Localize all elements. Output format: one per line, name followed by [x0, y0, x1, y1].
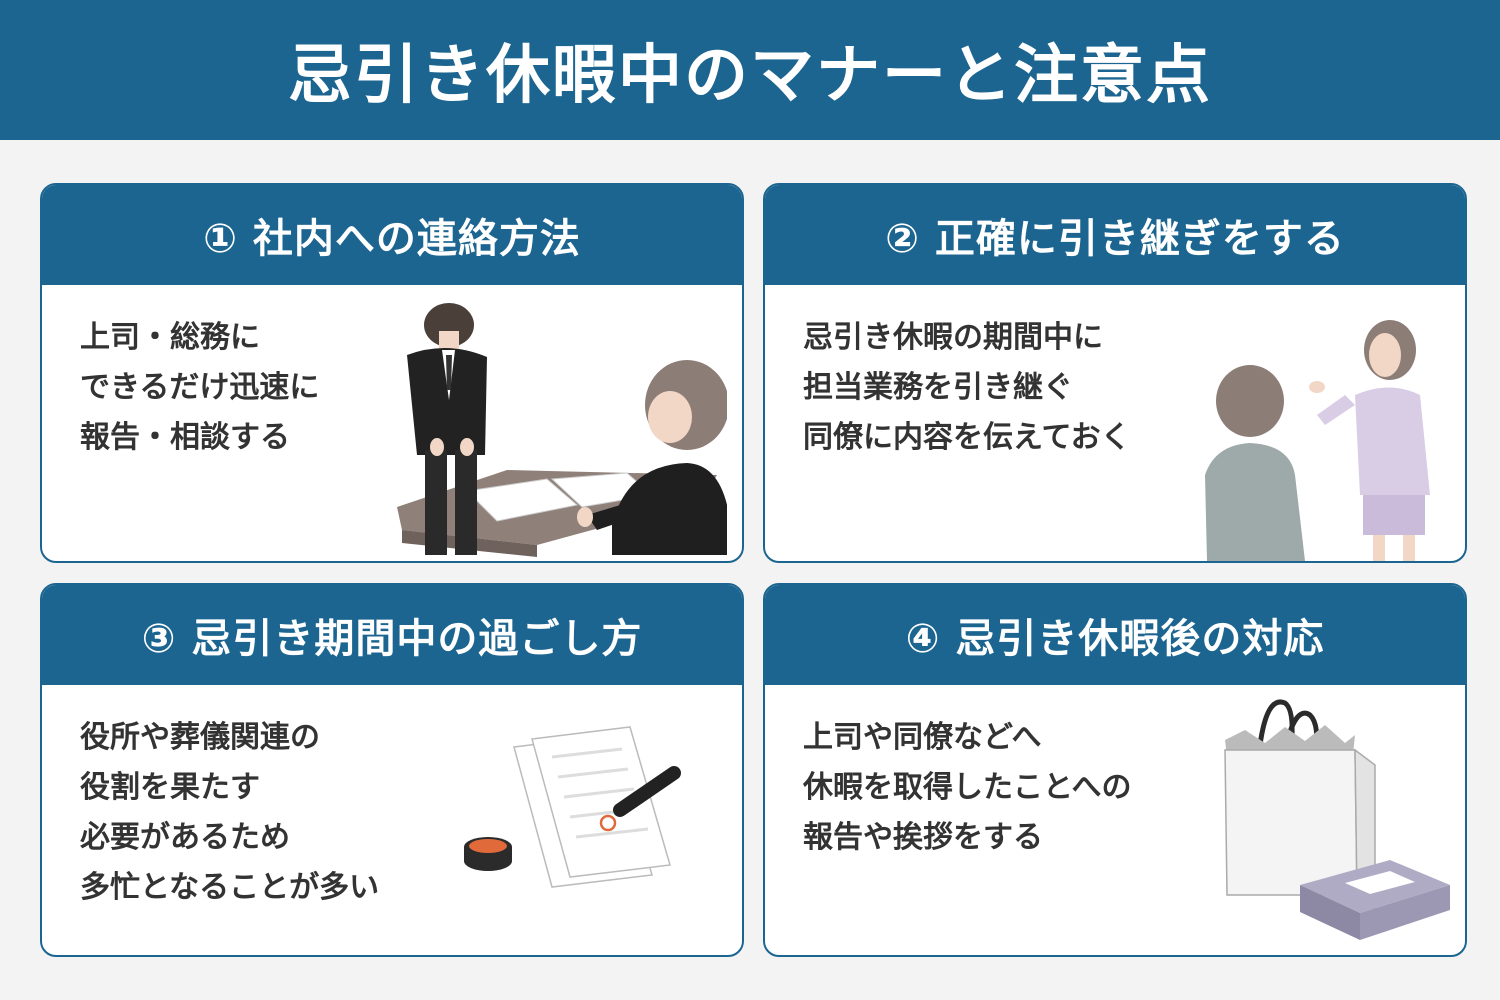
card-4-number: ④	[905, 616, 941, 662]
card-4-header: ④ 忌引き休暇後の対応	[765, 585, 1465, 685]
card-2: ② 正確に引き継ぎをする 忌引き休暇の期間中に 担当業務を引き継ぐ 同僚に内容を…	[763, 183, 1467, 563]
card-4-text: 上司や同僚などへ 休暇を取得したことへの 報告や挨拶をする	[803, 713, 1132, 863]
bowing-man-and-desk-illustration	[397, 303, 727, 557]
title-banner: 忌引き休暇中のマナーと注意点	[0, 0, 1500, 140]
card-3-heading: ③ 忌引き期間中の過ごし方	[142, 606, 643, 664]
card-1-number: ①	[203, 216, 238, 262]
card-3-number: ③	[141, 616, 177, 662]
card-2-line: 同僚に内容を伝えておく	[803, 420, 1131, 455]
page-title: 忌引き休暇中のマナーと注意点	[288, 39, 1212, 113]
card-3-line: 役所や葬儀関連の	[80, 720, 320, 755]
card-2-text: 忌引き休暇の期間中に 担当業務を引き継ぐ 同僚に内容を伝えておく	[803, 313, 1131, 463]
card-2-heading: ② 正確に引き継ぎをする	[885, 206, 1345, 264]
card-3-line: 役割を果たす	[80, 770, 260, 805]
card-3-text: 役所や葬儀関連の 役割を果たす 必要があるため 多忙となることが多い	[80, 713, 379, 913]
colleagues-handover-illustration	[1205, 320, 1430, 561]
card-3-header: ③ 忌引き期間中の過ごし方	[42, 585, 742, 685]
card-3: ③ 忌引き期間中の過ごし方 役所や葬儀関連の 役割を果たす 必要があるため 多忙…	[40, 583, 744, 957]
card-2-number: ②	[885, 216, 920, 262]
card-1-title: 社内への連絡方法	[252, 216, 581, 262]
card-4-line: 上司や同僚などへ	[803, 720, 1042, 755]
card-2-header: ② 正確に引き継ぎをする	[765, 185, 1465, 285]
card-4-line: 休暇を取得したことへの	[803, 770, 1132, 805]
card-1: ① 社内への連絡方法 上司・総務に できるだけ迅速に 報告・相談する	[40, 183, 744, 563]
documents-and-seal-illustration	[464, 726, 681, 888]
card-3-line: 多忙となることが多い	[80, 870, 380, 905]
card-2-line: 忌引き休暇の期間中に	[803, 320, 1103, 355]
card-1-text: 上司・総務に できるだけ迅速に 報告・相談する	[80, 313, 319, 463]
card-4-heading: ④ 忌引き休暇後の対応	[906, 606, 1325, 664]
gift-bag-and-box-illustration	[1224, 699, 1450, 940]
card-2-title: 正確に引き継ぎをする	[934, 216, 1345, 262]
card-3-title: 忌引き期間中の過ごし方	[191, 616, 643, 662]
card-3-line: 必要があるため	[80, 820, 290, 855]
card-2-line: 担当業務を引き継ぐ	[803, 370, 1073, 405]
card-4: ④ 忌引き休暇後の対応 上司や同僚などへ 休暇を取得したことへの 報告や挨拶をす…	[763, 583, 1467, 957]
card-1-heading: ① 社内への連絡方法	[203, 206, 581, 264]
card-1-line: 上司・総務に	[80, 320, 260, 355]
card-1-line: できるだけ迅速に	[80, 370, 320, 405]
card-4-line: 報告や挨拶をする	[803, 820, 1043, 855]
card-4-title: 忌引き休暇後の対応	[955, 616, 1325, 662]
card-1-header: ① 社内への連絡方法	[42, 185, 742, 285]
card-1-line: 報告・相談する	[80, 420, 290, 455]
